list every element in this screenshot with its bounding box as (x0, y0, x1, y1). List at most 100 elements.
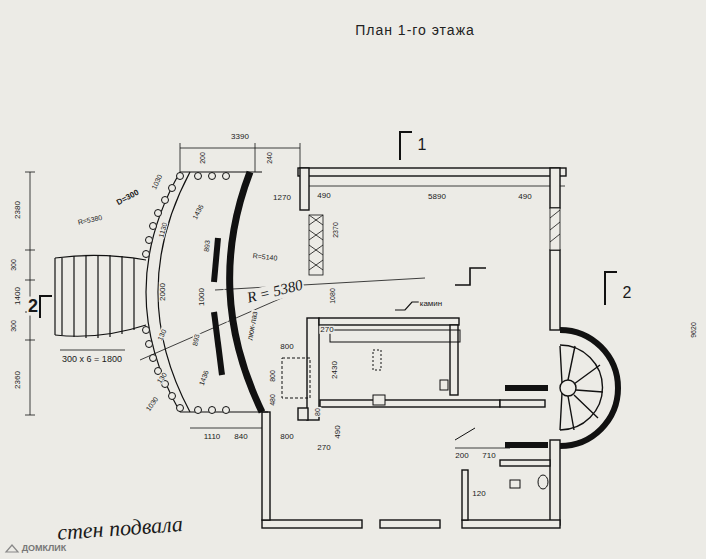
dimension-label: 120 (471, 490, 486, 498)
dimension-label: камин (419, 300, 444, 308)
dimension-label: 1436 (191, 203, 206, 222)
dimension-label: 130 (156, 327, 168, 343)
dimension-label: 800 (279, 433, 294, 441)
dimension-label: 300 x 6 = 1800 (61, 355, 123, 364)
fixture-path (395, 302, 420, 310)
column-circle-circle (169, 185, 176, 192)
dimension-label: D=300 (115, 188, 142, 208)
dimension-label: 1110 (203, 433, 222, 441)
fixture-rect (282, 358, 310, 398)
entrance-stair-line (61, 258, 62, 335)
dimension-label: 893 (203, 239, 212, 253)
bay-wall-line (214, 238, 218, 282)
fixture-line (455, 428, 475, 440)
wall-rect (450, 325, 458, 395)
section-mark-polyline (605, 272, 617, 305)
dimension-label: 1030 (144, 395, 160, 414)
wall-rect (500, 400, 545, 407)
wall-rect (550, 168, 560, 208)
wall-rect (262, 520, 362, 528)
wall-rect (550, 440, 560, 525)
dimension-label: 1436 (198, 368, 211, 387)
column-circle-circle (143, 251, 150, 258)
column-circle-circle (177, 173, 184, 180)
hatched-wall-rect (309, 215, 323, 275)
dimension-label: 2000 (159, 282, 167, 302)
spiral-stair-path (560, 346, 603, 430)
column-circle-circle (209, 173, 216, 180)
spiral-stair-line (505, 385, 548, 391)
column-circle-circle (223, 173, 230, 180)
dimension-label: 2380 (14, 200, 22, 220)
spiral-stair-path (560, 330, 618, 446)
column-circle-circle (155, 210, 162, 217)
wall-rect (298, 408, 308, 420)
entrance-stair-line (121, 256, 122, 334)
section-mark-polyline (40, 296, 52, 318)
dimension-label: люк-лаз (246, 310, 260, 343)
dimension-label: 2370 (332, 221, 339, 239)
entrance-stair-line (54, 258, 55, 335)
dimension-label: 490 (334, 424, 342, 439)
hatched-wall-path (550, 210, 560, 242)
dimension-label: 270 (319, 326, 334, 334)
dimension-label: 300 (10, 319, 17, 333)
dimension-label: 1270 (272, 194, 292, 202)
dimension-line-line (25, 340, 35, 341)
dimension-label: 800 (279, 343, 294, 351)
entrance-stair-line (109, 255, 110, 337)
column-circle-circle (146, 341, 153, 348)
dimension-label: 480 (269, 393, 276, 407)
section-mark (40, 132, 617, 318)
dimension-line-line (25, 280, 35, 281)
dimension-line-line (300, 186, 565, 187)
fixture-rect (373, 395, 385, 405)
hatched-wall (309, 208, 560, 275)
column-circle-circle (150, 355, 157, 362)
dimension-label: 240 (266, 151, 273, 165)
plan-title: План 1-го этажа (355, 22, 475, 38)
dimension-label: R=5140 (251, 252, 278, 262)
column-circle-circle (177, 405, 184, 412)
spiral-stair-line (505, 442, 548, 448)
dimension-line-line (30, 172, 31, 415)
dimension-label: 1000 (198, 287, 206, 307)
column-circle-circle (195, 407, 202, 414)
dimension-line-line (255, 143, 256, 172)
dimension-label: 270 (316, 444, 331, 452)
wall-rect (307, 318, 319, 420)
entrance-stair-path (55, 255, 146, 260)
spiral-stair (505, 330, 618, 446)
column-circle-circle (195, 173, 202, 180)
wall-rect (380, 520, 440, 528)
wall-rect (300, 168, 309, 210)
wall-rect (462, 470, 468, 520)
fixture (282, 268, 548, 489)
dimension-label: R=5380 (76, 214, 104, 227)
dimension-label: 5890 (427, 193, 447, 201)
dimension-label: 9620 (690, 321, 697, 339)
wall (262, 168, 566, 528)
entrance-stair-line (73, 256, 74, 337)
dimension-label: 3390 (230, 133, 250, 141)
dimension-label: 200 (199, 151, 206, 165)
fixture-polyline (455, 268, 486, 285)
dimension-line-line (180, 143, 181, 172)
dimension-label: 893 (191, 333, 201, 348)
fixture-rect (330, 330, 460, 342)
dimension-label: 800 (269, 369, 276, 383)
floor-plan-g (6, 132, 618, 552)
wall-rect (500, 460, 550, 466)
dimension-label: 2360 (14, 370, 22, 390)
entrance-stair-path (55, 325, 146, 336)
dimension-line-line (180, 148, 300, 149)
dimension-label: 710 (481, 452, 496, 460)
column-circle-circle (162, 197, 169, 204)
dimension-line-line (455, 448, 510, 449)
dimension-label: 2 (622, 285, 633, 302)
dimension-label: 490 (517, 193, 532, 201)
dimension-label: 840 (233, 433, 248, 441)
dimension-label: 490 (316, 192, 331, 200)
wall-rect (550, 250, 560, 330)
